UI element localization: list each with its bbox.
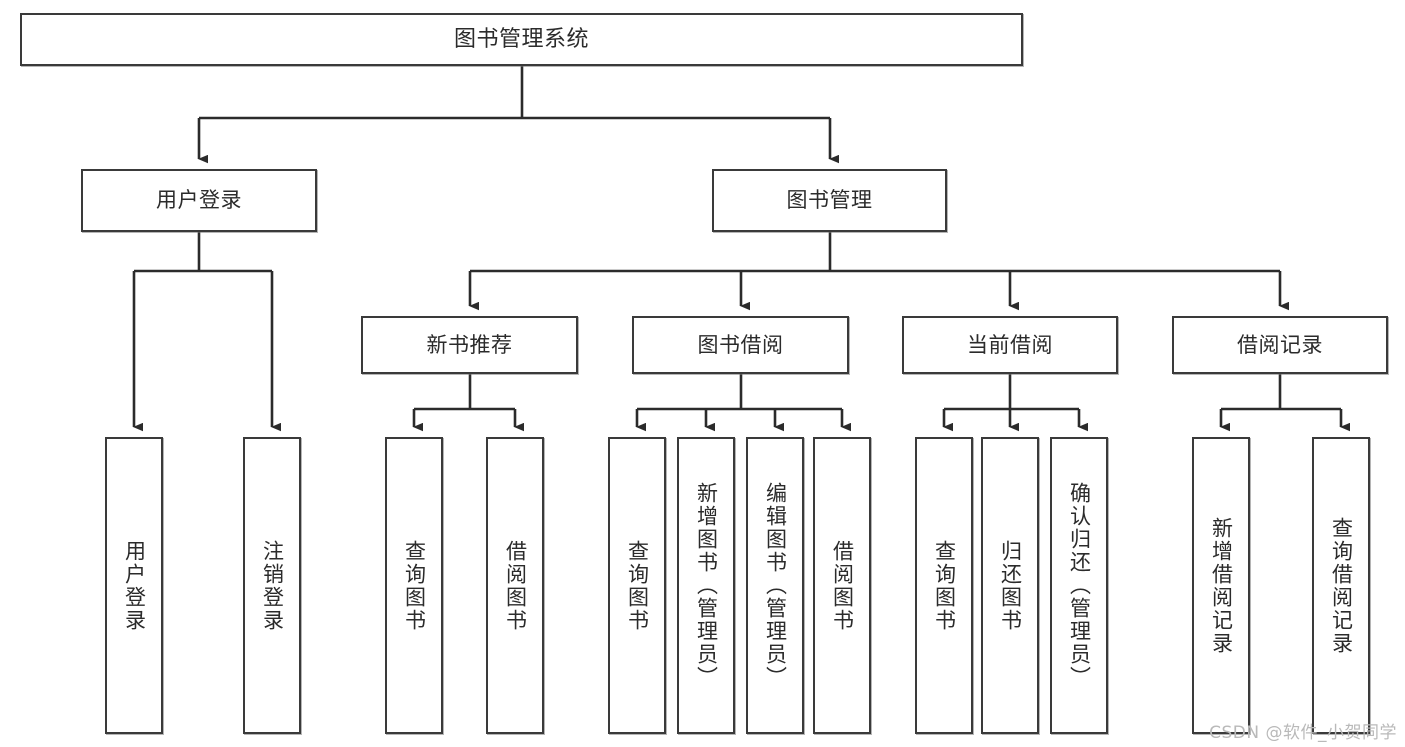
- csdn-watermark: CSDN @软件_小贺同学: [1209, 723, 1397, 743]
- node-l1_login[interactable]: 用户登录: [81, 169, 317, 232]
- node-l2_new[interactable]: 新书推荐: [361, 316, 578, 374]
- node-l3_c1[interactable]: 查询图书: [608, 437, 666, 734]
- node-label: 归还图书: [998, 539, 1023, 632]
- node-l3_c4[interactable]: 借阅图书: [813, 437, 871, 734]
- node-label: 图书管理: [786, 188, 873, 213]
- node-label: 查询借阅记录: [1329, 516, 1354, 655]
- node-label: 当前借阅: [967, 332, 1053, 357]
- node-label: 用户登录: [156, 188, 242, 213]
- node-l3_d3[interactable]: 确认归还（管理员）: [1050, 437, 1108, 734]
- node-root[interactable]: 图书管理系统: [20, 13, 1023, 66]
- node-l3_d1[interactable]: 查询图书: [915, 437, 973, 734]
- node-l2_borrow[interactable]: 图书借阅: [632, 316, 849, 374]
- node-l2_current[interactable]: 当前借阅: [902, 316, 1118, 374]
- node-l3_b1[interactable]: 查询图书: [385, 437, 443, 734]
- node-l3_a2[interactable]: 注销登录: [243, 437, 301, 734]
- node-l3_b2[interactable]: 借阅图书: [486, 437, 544, 734]
- node-label: 新增借阅记录: [1209, 516, 1234, 655]
- node-label: 新增图书（管理员）: [694, 482, 719, 689]
- node-label: 借阅图书: [830, 539, 855, 632]
- node-label: 注销登录: [260, 539, 285, 632]
- node-l2_record[interactable]: 借阅记录: [1172, 316, 1388, 374]
- node-label: 查询图书: [625, 539, 650, 632]
- node-label: 新书推荐: [426, 332, 513, 357]
- node-l3_c3[interactable]: 编辑图书（管理员）: [746, 437, 804, 734]
- node-label: 查询图书: [402, 539, 427, 632]
- node-label: 图书借阅: [697, 332, 784, 357]
- node-label: 借阅记录: [1237, 332, 1323, 357]
- node-label: 编辑图书（管理员）: [763, 482, 788, 689]
- node-l1_book[interactable]: 图书管理: [712, 169, 947, 232]
- node-label: 确认归还（管理员）: [1067, 482, 1092, 689]
- node-label: 查询图书: [932, 539, 957, 632]
- node-l3_a1[interactable]: 用户登录: [105, 437, 163, 734]
- node-l3_e1[interactable]: 新增借阅记录: [1192, 437, 1250, 734]
- node-label: 借阅图书: [503, 539, 528, 632]
- node-l3_c2[interactable]: 新增图书（管理员）: [677, 437, 735, 734]
- node-label: 用户登录: [122, 539, 147, 632]
- node-l3_e2[interactable]: 查询借阅记录: [1312, 437, 1370, 734]
- node-label: 图书管理系统: [453, 26, 589, 52]
- node-l3_d2[interactable]: 归还图书: [981, 437, 1039, 734]
